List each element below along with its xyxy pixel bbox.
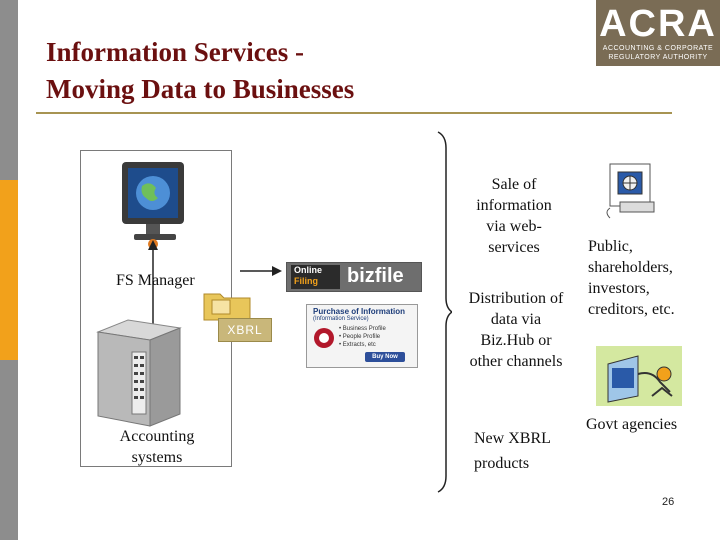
- purchase-item-2-text: People Profile: [342, 334, 381, 340]
- public-line-2: shareholders,: [588, 259, 673, 276]
- purchase-item-1-text: Business Profile: [342, 326, 386, 332]
- bizfile-banner: Online Filing bizfile: [286, 262, 422, 292]
- online-filing-box: Online Filing: [291, 265, 340, 289]
- government-clipart-icon: [596, 346, 682, 406]
- purchase-items: • Business Profile • People Profile • Ex…: [339, 325, 386, 349]
- purchase-title: Purchase of Information: [313, 307, 406, 316]
- public-line-4: creditors, etc.: [588, 301, 675, 318]
- distribution-line-2: data via: [490, 311, 542, 328]
- online-filing-line2: Filing: [294, 276, 318, 286]
- sale-line-4: services: [488, 239, 540, 256]
- slide-title: Information Services - Moving Data to Bu…: [46, 34, 354, 108]
- distribution-text: Distribution of data via Biz.Hub or othe…: [458, 288, 574, 372]
- new-xbrl-line1: New XBRL: [474, 430, 551, 447]
- buy-now-button[interactable]: Buy Now: [365, 352, 405, 362]
- logo-word: ACRA: [599, 3, 717, 45]
- upload-arrow: [148, 240, 158, 330]
- distribution-line-4: other channels: [469, 353, 563, 370]
- online-filing-line1: Online: [294, 265, 323, 275]
- xbrl-tag: XBRL: [218, 318, 272, 342]
- title-line-1: Information Services -: [46, 37, 304, 67]
- purchase-item-1: • Business Profile: [339, 326, 386, 332]
- sidebar-grey-top: [0, 0, 18, 180]
- logo-tagline: ACCOUNTING & CORPORATE REGULATORY AUTHOR…: [596, 44, 720, 62]
- purchase-item-3: • Extracts, etc: [339, 342, 376, 348]
- sale-line-3: via web-: [486, 218, 542, 235]
- purchase-icon: [314, 328, 334, 348]
- accounting-systems-label: Accounting systems: [96, 426, 218, 468]
- purchase-item-2: • People Profile: [339, 334, 381, 340]
- sidebar-grey-bottom: [0, 360, 18, 540]
- fs-manager-label: FS Manager: [116, 272, 195, 289]
- bracket-divider: [437, 131, 452, 493]
- distribution-line-1: Distribution of: [468, 290, 564, 307]
- public-line-1: Public,: [588, 238, 633, 255]
- distribution-line-3: Biz.Hub or: [480, 332, 552, 349]
- new-xbrl-products-text: New XBRL products: [474, 426, 551, 476]
- acra-logo: ACRA ACCOUNTING & CORPORATE REGULATORY A…: [596, 0, 720, 66]
- purchase-subtitle: (Information Service): [313, 316, 369, 322]
- purchase-info-card: Purchase of Information (Information Ser…: [306, 304, 418, 368]
- govt-agencies-text: Govt agencies: [586, 416, 678, 433]
- accounting-line1: Accounting: [119, 428, 195, 445]
- sale-of-information-text: Sale of information via web- services: [462, 174, 566, 258]
- logo-tagline-line2: REGULATORY AUTHORITY: [608, 54, 708, 61]
- sidebar-orange: [0, 180, 18, 360]
- bizfile-brand: bizfile: [347, 265, 404, 287]
- public-line-3: investors,: [588, 280, 650, 297]
- title-line-2: Moving Data to Businesses: [46, 74, 355, 104]
- submit-arrow: [240, 266, 282, 276]
- sale-line-2: information: [476, 197, 552, 214]
- sale-line-1: Sale of: [491, 176, 537, 193]
- folder-icon: [203, 293, 251, 321]
- title-rule: [36, 112, 672, 114]
- logo-tagline-line1: ACCOUNTING & CORPORATE: [602, 45, 714, 52]
- monitor-icon: [122, 162, 184, 249]
- server-icon: [96, 319, 182, 427]
- purchase-item-3-text: Extracts, etc: [342, 342, 376, 348]
- accounting-line2: systems: [131, 449, 183, 466]
- new-xbrl-line2: products: [474, 455, 530, 472]
- page-number: 26: [662, 496, 675, 508]
- computer-clipart-icon: [606, 163, 655, 219]
- public-audience-text: Public, shareholders, investors, credito…: [588, 236, 675, 320]
